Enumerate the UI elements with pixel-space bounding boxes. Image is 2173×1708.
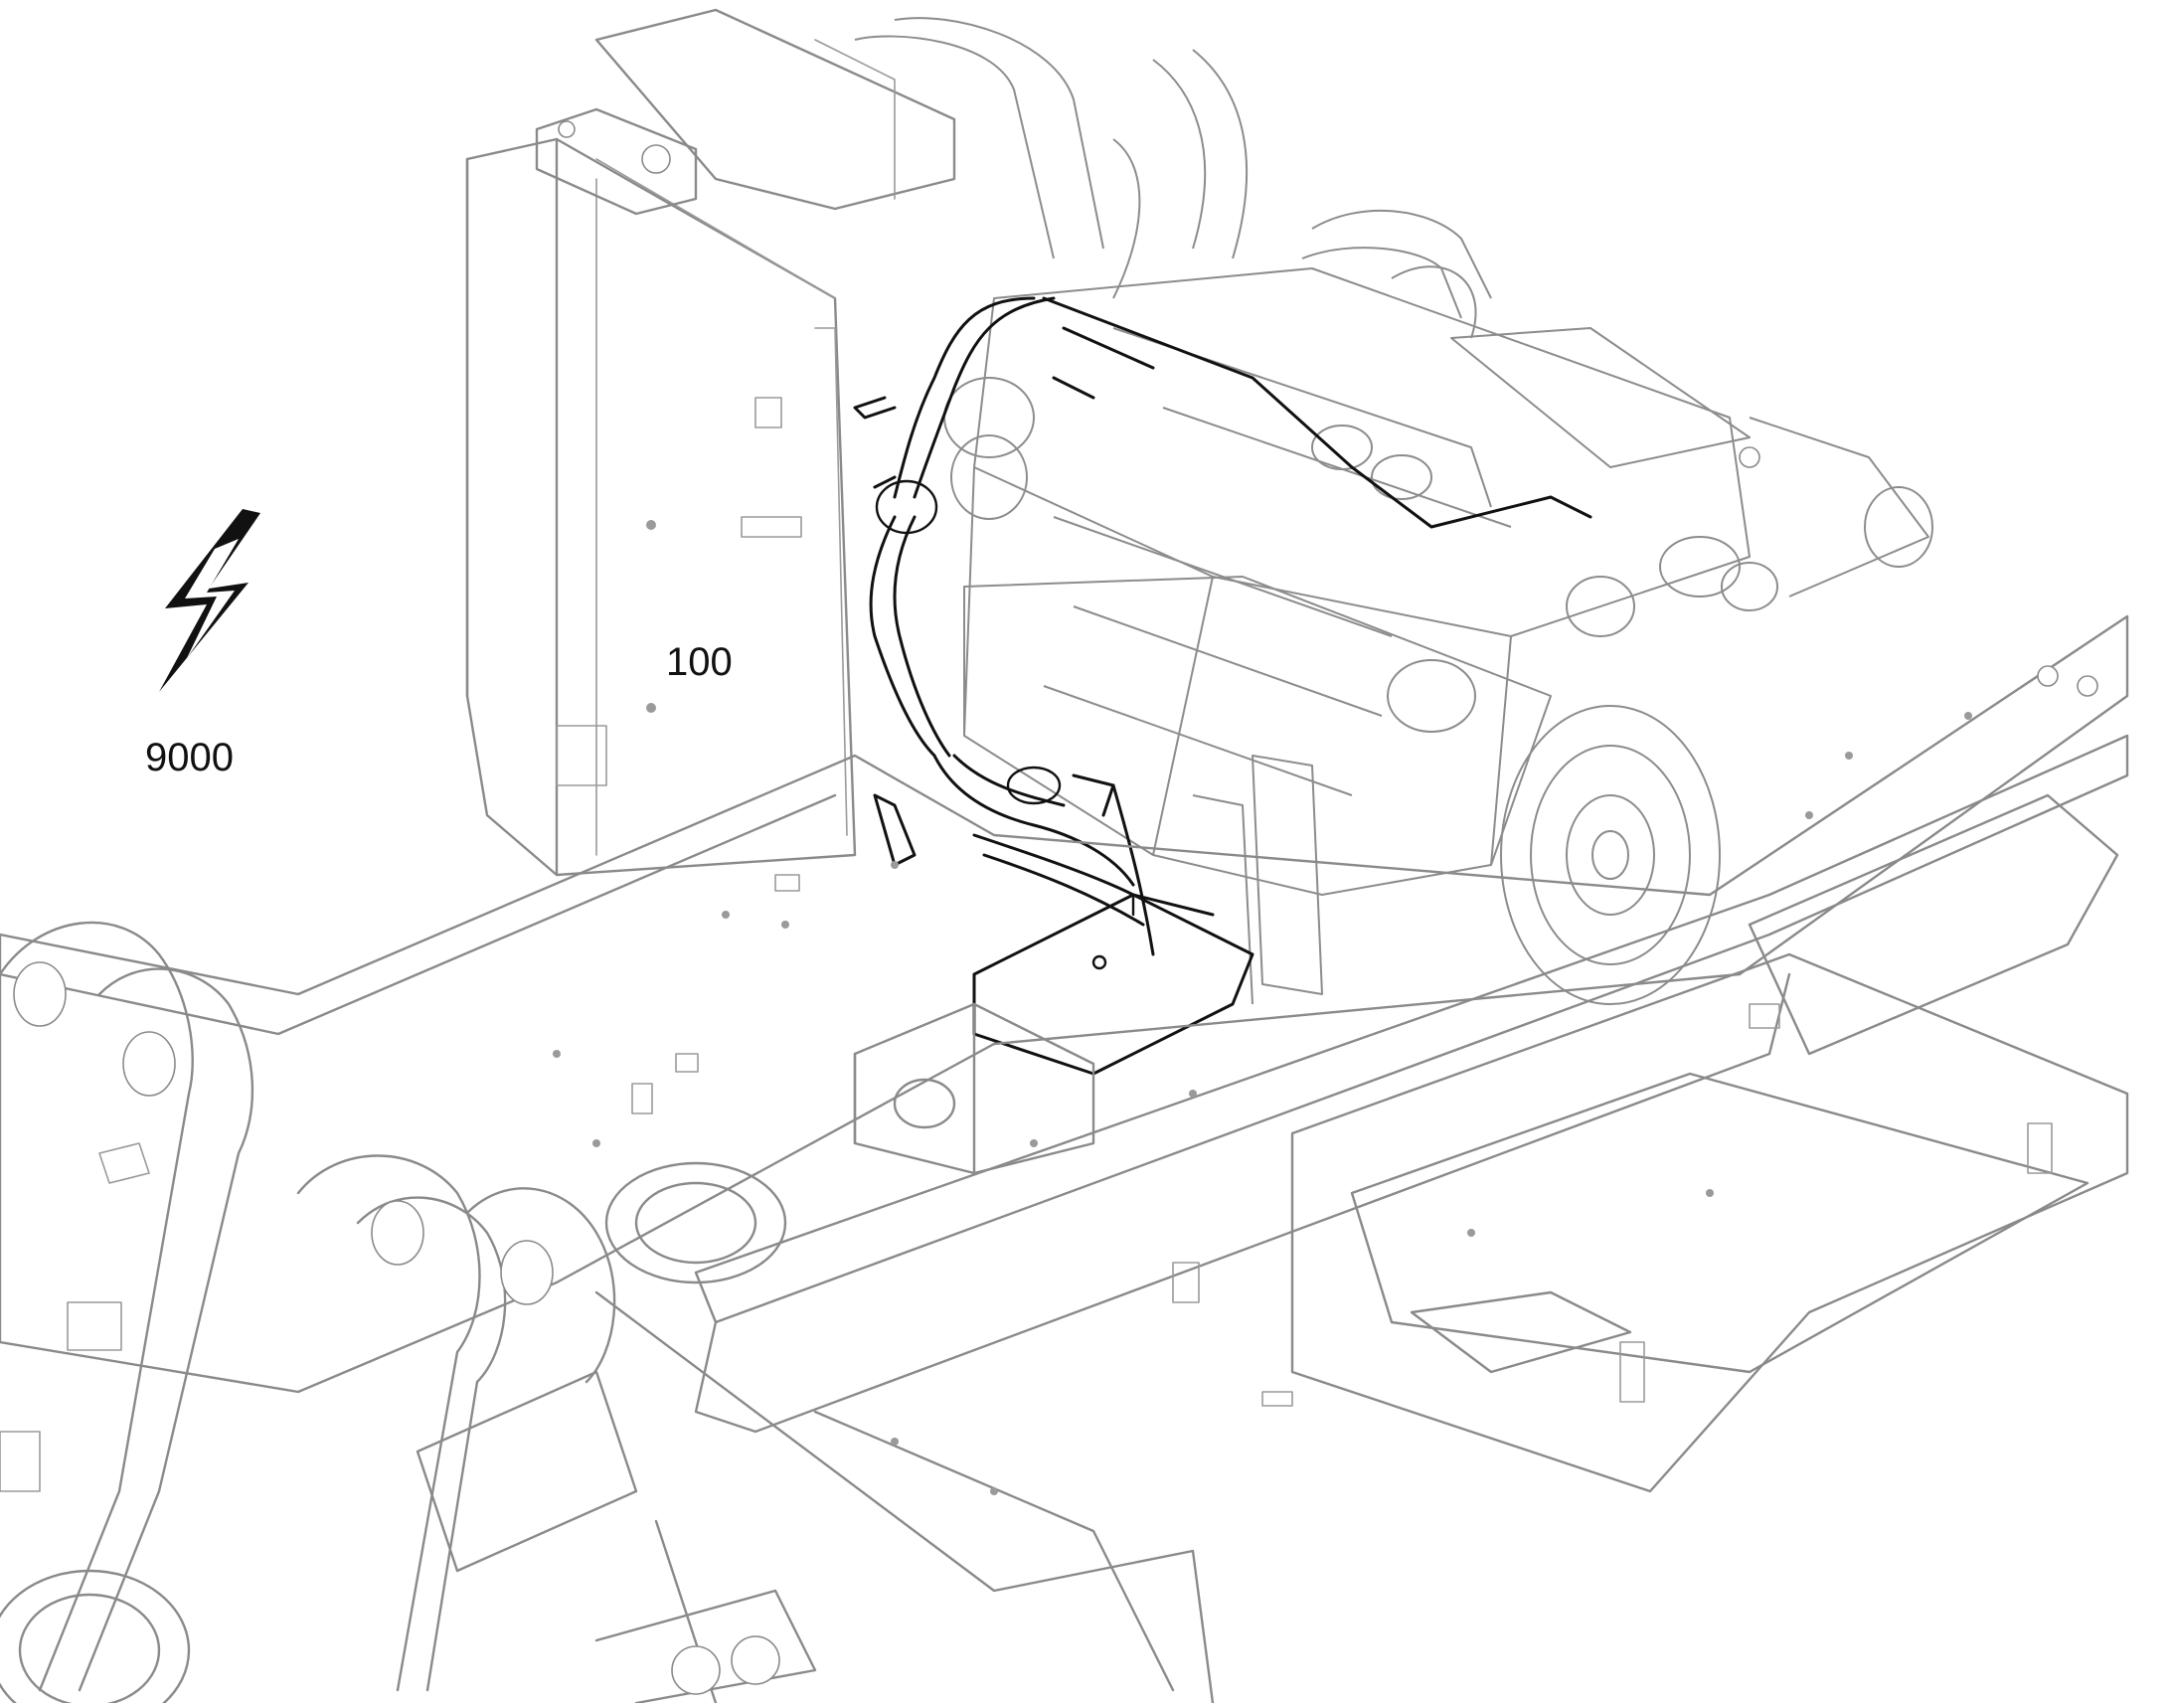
engine-wiring-harness bbox=[853, 296, 1592, 956]
boom-mount-arms bbox=[0, 921, 616, 1692]
frame-brackets bbox=[553, 446, 2098, 1695]
callout-100: 100 bbox=[666, 640, 733, 684]
callout-9000: 9000 bbox=[145, 736, 234, 779]
electrical-lightning-icon bbox=[159, 509, 260, 692]
radiator-panel bbox=[465, 8, 956, 877]
intake-pipes bbox=[854, 17, 1492, 339]
chassis-frame bbox=[0, 614, 2129, 1708]
engine-block bbox=[943, 267, 1933, 1005]
control-unit-box bbox=[853, 893, 1254, 1175]
